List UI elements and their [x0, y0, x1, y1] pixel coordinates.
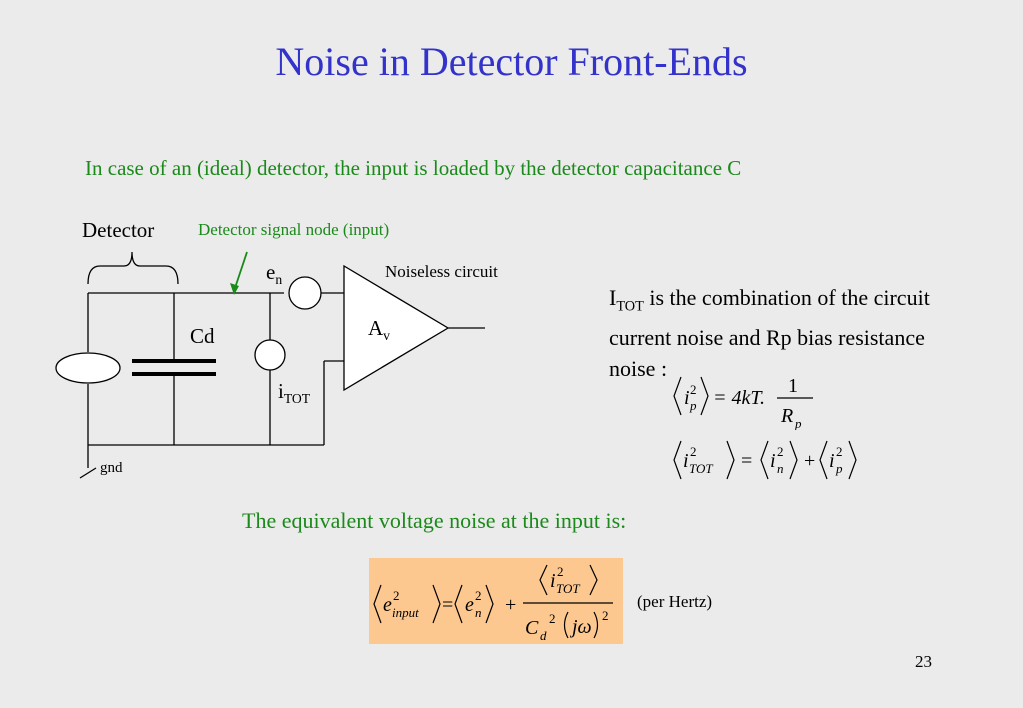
vn-lhs: e: [383, 594, 392, 616]
signal-node-label: Detector signal node (input): [198, 220, 390, 239]
av-label: Av: [368, 316, 390, 344]
eq2-t2: i: [829, 450, 835, 472]
vn-den-c-sup: 2: [549, 611, 556, 626]
amplifier-triangle: [343, 264, 450, 392]
vn-den-jw-sup: 2: [602, 608, 609, 623]
eq2-t1-sup: 2: [777, 444, 784, 459]
vn-t1-sup: 2: [475, 588, 482, 603]
eq2-plus: +: [804, 450, 815, 472]
itot-explanation: ITOT is the combination of the circuit c…: [609, 285, 930, 382]
eq1-den-sub: p: [794, 416, 802, 430]
eq2-lhs: i: [683, 450, 689, 472]
eq1-lhs: i: [684, 387, 690, 409]
signal-node-arrow: [233, 251, 248, 292]
eq1-lhs-sub: p: [689, 398, 697, 413]
itot-label: iTOT: [278, 379, 311, 407]
vn-num: i: [550, 570, 556, 592]
vn-plus: +: [505, 594, 516, 616]
vn-den-jw: jω: [569, 616, 592, 638]
gnd-label: gnd: [100, 460, 123, 476]
eq2-eq: =: [741, 450, 752, 472]
eq2-t1: i: [770, 450, 776, 472]
equation-itot: i 2 TOT = i 2 n + i 2 p: [673, 440, 857, 480]
vn-eq: =: [442, 594, 453, 616]
en-label: en: [266, 260, 283, 288]
equation-ip: i 2 p = 4kT. 1 R p: [673, 375, 813, 430]
vn-lhs-sub: input: [392, 605, 419, 620]
eq2-t2-sub: p: [835, 461, 843, 476]
vn-den-c-sub: d: [540, 628, 547, 643]
detector-label: Detector: [82, 218, 155, 242]
vn-t1: e: [465, 594, 474, 616]
detector-brace: [87, 251, 179, 285]
vn-num-sup: 2: [557, 564, 564, 579]
voltage-noise-equation-box: e 2 input = e 2 n + i 2 TOT C d 2 jω 2: [369, 558, 623, 644]
page-number: 23: [915, 652, 932, 671]
cd-label: Cd: [190, 324, 215, 348]
intro-text: In case of an (ideal) detector, the inpu…: [85, 156, 742, 180]
vn-num-sub: TOT: [556, 581, 580, 596]
current-source-symbol: [55, 352, 121, 384]
eq1-num: 1: [788, 375, 798, 397]
vn-lhs-sup: 2: [393, 588, 400, 603]
itot-source-circle: [254, 339, 286, 371]
eq1-den: R: [780, 405, 793, 427]
eq2-lhs-sup: 2: [690, 444, 697, 459]
eq1-rhs: = 4kT.: [713, 387, 765, 409]
eq2-t2-sup: 2: [836, 444, 843, 459]
voltage-noise-equation: e 2 input = e 2 n + i 2 TOT C d 2 jω 2: [373, 564, 613, 643]
vn-den-c: C: [525, 617, 539, 639]
vn-t1-sub: n: [475, 605, 482, 620]
per-hertz-label: (per Hertz): [637, 592, 713, 611]
eq2-lhs-sub: TOT: [689, 461, 713, 476]
en-source-circle: [288, 276, 322, 310]
voltage-noise-caption: The equivalent voltage noise at the inpu…: [242, 508, 627, 533]
noiseless-circuit-label: Noiseless circuit: [385, 262, 498, 281]
eq1-lhs-sup: 2: [690, 382, 697, 397]
slide-title: Noise in Detector Front-Ends: [275, 39, 748, 84]
eq2-t1-sub: n: [777, 461, 784, 476]
ground-mark: [79, 467, 97, 479]
